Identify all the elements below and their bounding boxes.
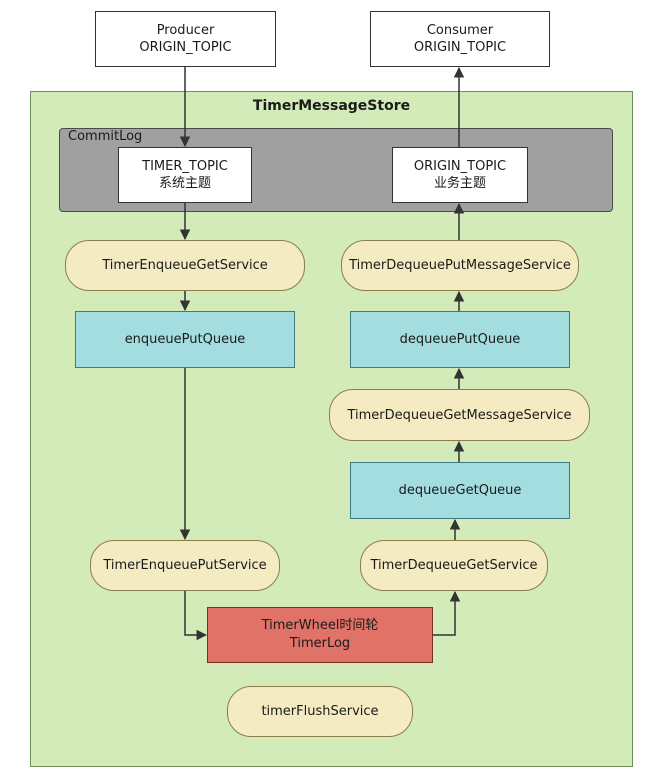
origin-topic-desc: 业务主题: [433, 176, 486, 191]
origin-topic-box: ORIGIN_TOPIC 业务主题: [392, 147, 528, 203]
arrow-wheel-to-dequeue-get: [433, 590, 461, 636]
origin-topic-name: ORIGIN_TOPIC: [413, 159, 507, 174]
commitlog-label: CommitLog: [68, 129, 143, 144]
timer-flush-service: timerFlushService: [227, 686, 413, 737]
timer-enqueue-put-service: TimerEnqueuePutService: [90, 540, 280, 591]
timer-dequeue-get-message-service: TimerDequeueGetMessageService: [329, 389, 590, 441]
timer-topic-box: TIMER_TOPIC 系统主题: [118, 147, 252, 203]
timer-dequeue-put-message-service: TimerDequeuePutMessageService: [341, 240, 579, 291]
consumer-topic: ORIGIN_TOPIC: [413, 40, 507, 55]
enqueue-put-queue: enqueuePutQueue: [75, 311, 295, 368]
timer-wheel-label: TimerWheel时间轮: [261, 618, 379, 633]
consumer-box: Consumer ORIGIN_TOPIC: [370, 11, 550, 67]
timer-dequeue-get-service: TimerDequeueGetService: [360, 540, 548, 591]
producer-label: Producer: [156, 23, 215, 38]
dequeue-get-queue: dequeueGetQueue: [350, 462, 570, 519]
dequeue-put-queue: dequeuePutQueue: [350, 311, 570, 368]
timer-enqueue-get-service: TimerEnqueueGetService: [65, 240, 305, 291]
store-title: TimerMessageStore: [252, 98, 411, 114]
timer-topic-desc: 系统主题: [158, 176, 211, 191]
timer-log-label: TimerLog: [289, 636, 351, 651]
consumer-label: Consumer: [426, 23, 494, 38]
timer-wheel-box: TimerWheel时间轮 TimerLog: [207, 607, 433, 663]
producer-box: Producer ORIGIN_TOPIC: [95, 11, 276, 67]
arrow-enqueue-put-to-wheel: [184, 591, 208, 641]
producer-topic: ORIGIN_TOPIC: [139, 40, 232, 55]
timer-topic-name: TIMER_TOPIC: [142, 159, 228, 174]
